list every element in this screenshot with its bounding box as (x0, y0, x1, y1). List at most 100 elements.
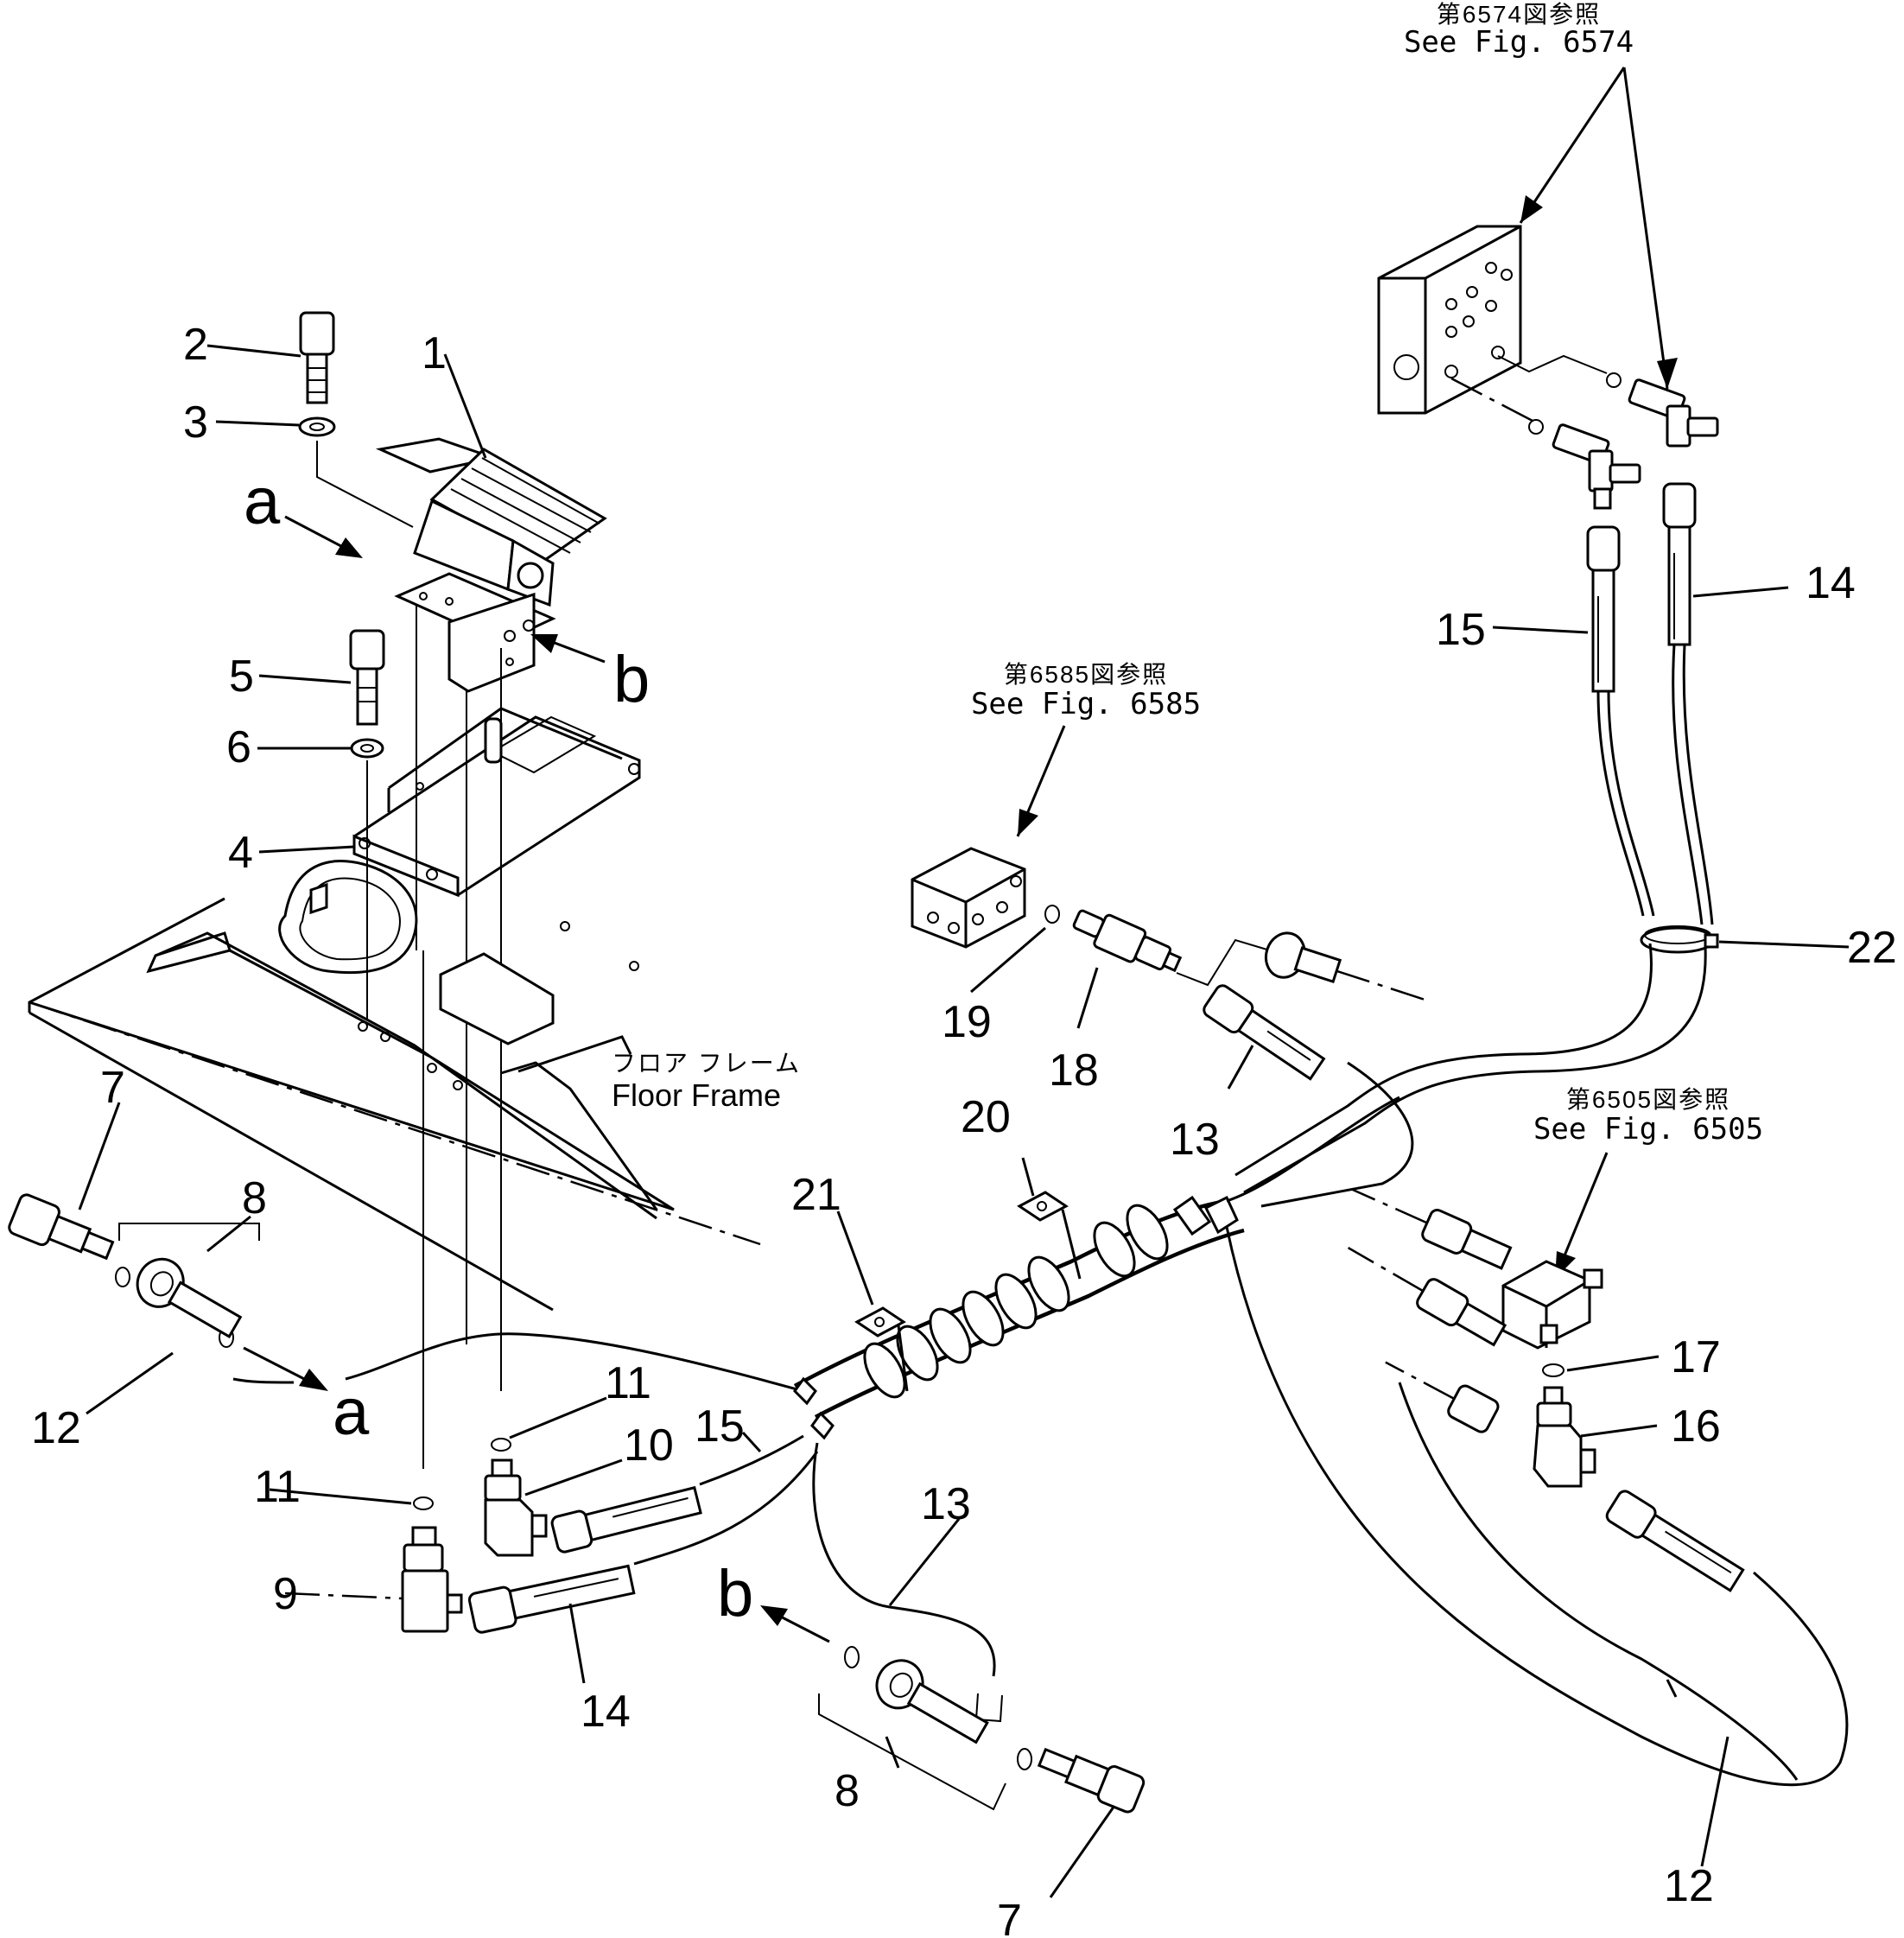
view-marker-b-bottom: b (717, 1557, 753, 1630)
hose-12-left (232, 1377, 295, 1384)
bolt-2 (299, 311, 335, 404)
clamp-21 (854, 1306, 909, 1392)
view-marker-b-top: b (613, 643, 650, 716)
floor-frame-label-jp: フロア フレーム (612, 1050, 801, 1077)
callout-19: 19 (942, 997, 992, 1047)
washer-3 (298, 416, 336, 437)
callout-11-left: 11 (254, 1462, 301, 1512)
hose-14-route (1243, 946, 1707, 1194)
fitting-16 (1533, 1386, 1596, 1488)
callout-15-upper: 15 (1436, 605, 1486, 655)
hose-fitting-6505-bottom (1347, 1247, 1507, 1347)
hose-12-right-upper (1385, 1361, 1500, 1433)
callout-17: 17 (1671, 1332, 1721, 1382)
callout-12-right: 12 (1664, 1861, 1714, 1911)
callout-8-lower: 8 (835, 1766, 860, 1816)
callout-15-lower: 15 (695, 1401, 745, 1452)
floor-plate-4 (352, 707, 641, 898)
callout-14-upper: 14 (1806, 558, 1856, 608)
reference-fig-6574-en: See Fig. 6574 (1404, 25, 1634, 60)
switch-18-wire (1176, 938, 1271, 987)
control-valve-block (1377, 225, 1608, 423)
fitting-9 (401, 1526, 463, 1633)
reference-fig-6574: 第6574図参照 See Fig. 6574 (1404, 1, 1678, 390)
callout-21: 21 (791, 1170, 841, 1220)
connector-fig-6585 (1264, 931, 1431, 1003)
bracket-8-left (118, 1223, 260, 1241)
o-ring-19 (1044, 905, 1060, 924)
view-marker-a-bottom: a (333, 1376, 370, 1449)
callout-7-lower: 7 (997, 1896, 1022, 1938)
callout-5: 5 (229, 651, 254, 702)
o-ring-17 (1542, 1363, 1564, 1377)
hose-12-right-route (1398, 1382, 1799, 1781)
top-right-elbow-fittings (1528, 372, 1719, 510)
hose-14-lower (467, 1564, 636, 1634)
o-ring-11-right (491, 1438, 511, 1452)
callout-numbers: 2 3 1 5 6 4 7 8 12 11 11 10 15 9 14 13 8… (31, 320, 1897, 1938)
bracket-8-lower (818, 1693, 1006, 1811)
bolt-2-axis (316, 441, 414, 528)
view-marker-a-top: a (244, 465, 281, 538)
callout-7-left: 7 (100, 1063, 125, 1113)
valve-fig-6505 (1501, 1260, 1603, 1350)
callout-6: 6 (226, 722, 251, 772)
hose-12-right-lower (1605, 1490, 1745, 1592)
callout-3: 3 (183, 397, 208, 448)
reference-fig-6574-jp: 第6574図参照 (1437, 1, 1601, 28)
callout-1: 1 (422, 328, 447, 378)
banjo-8-lower (875, 1659, 989, 1744)
callout-22: 22 (1847, 923, 1897, 973)
hose-15-lower-route (699, 1434, 804, 1486)
hose-15-upper (1586, 525, 1655, 917)
callout-18: 18 (1049, 1045, 1099, 1096)
callout-13-upper: 13 (1170, 1115, 1220, 1165)
callout-4: 4 (228, 828, 253, 878)
fitting-10 (484, 1458, 548, 1557)
callout-13-lower: 13 (921, 1479, 971, 1529)
callout-9: 9 (273, 1569, 298, 1619)
banjo-12-left (136, 1257, 243, 1338)
hose-13-route (1260, 1061, 1414, 1208)
hose-13-lower-route (812, 1442, 996, 1677)
callout-2: 2 (183, 320, 208, 370)
reference-fig-6505-jp: 第6505図参照 (1566, 1086, 1730, 1113)
hose-13-upper (1203, 984, 1326, 1081)
banjo-bolt-7-lower (1037, 1747, 1146, 1814)
floor-frame: フロア フレーム Floor Frame (28, 860, 801, 1312)
hose-15-lower (550, 1485, 702, 1554)
gasket-8-lower-b (1017, 1748, 1032, 1770)
hose-clamp-22 (1640, 925, 1719, 954)
hose-14-lower-route (633, 1451, 819, 1566)
callout-8-left: 8 (242, 1173, 267, 1223)
hose-14-upper (1662, 482, 1714, 925)
hose-bundle (793, 1096, 1400, 1440)
block-fig-6585 (911, 847, 1026, 949)
hose-13-lower-end (974, 1693, 1003, 1723)
callout-10: 10 (624, 1420, 674, 1471)
reference-fig-6585: 第6585図参照 See Fig. 6585 (971, 661, 1201, 837)
gasket-8-lower-a (844, 1646, 860, 1668)
leader-lines (78, 344, 1850, 1898)
pedal-1 (375, 437, 607, 693)
callout-11-right: 11 (605, 1358, 651, 1408)
callout-14-lower: 14 (581, 1687, 631, 1737)
callout-16: 16 (1671, 1401, 1721, 1452)
clamp-20 (1017, 1191, 1082, 1280)
hose-fitting-6505-top (1350, 1188, 1513, 1270)
hose-12-loop (1225, 1226, 1849, 1787)
floor-frame-label-en: Floor Frame (612, 1077, 781, 1113)
gasket-8-left-a (115, 1267, 130, 1287)
reference-fig-6585-jp: 第6585図参照 (1004, 661, 1168, 688)
banjo-bolt-7-left (8, 1193, 115, 1261)
bolt-5 (349, 629, 385, 726)
reference-fig-6585-en: See Fig. 6585 (971, 687, 1201, 721)
washer-6 (350, 738, 384, 759)
hose-a-route (345, 1332, 804, 1393)
callout-20: 20 (961, 1092, 1011, 1142)
o-ring-11-left (413, 1496, 434, 1510)
callout-12-left: 12 (31, 1403, 81, 1453)
pressure-switch-18 (1072, 909, 1183, 973)
reference-fig-6505: 第6505図参照 See Fig. 6505 (1533, 1086, 1763, 1280)
